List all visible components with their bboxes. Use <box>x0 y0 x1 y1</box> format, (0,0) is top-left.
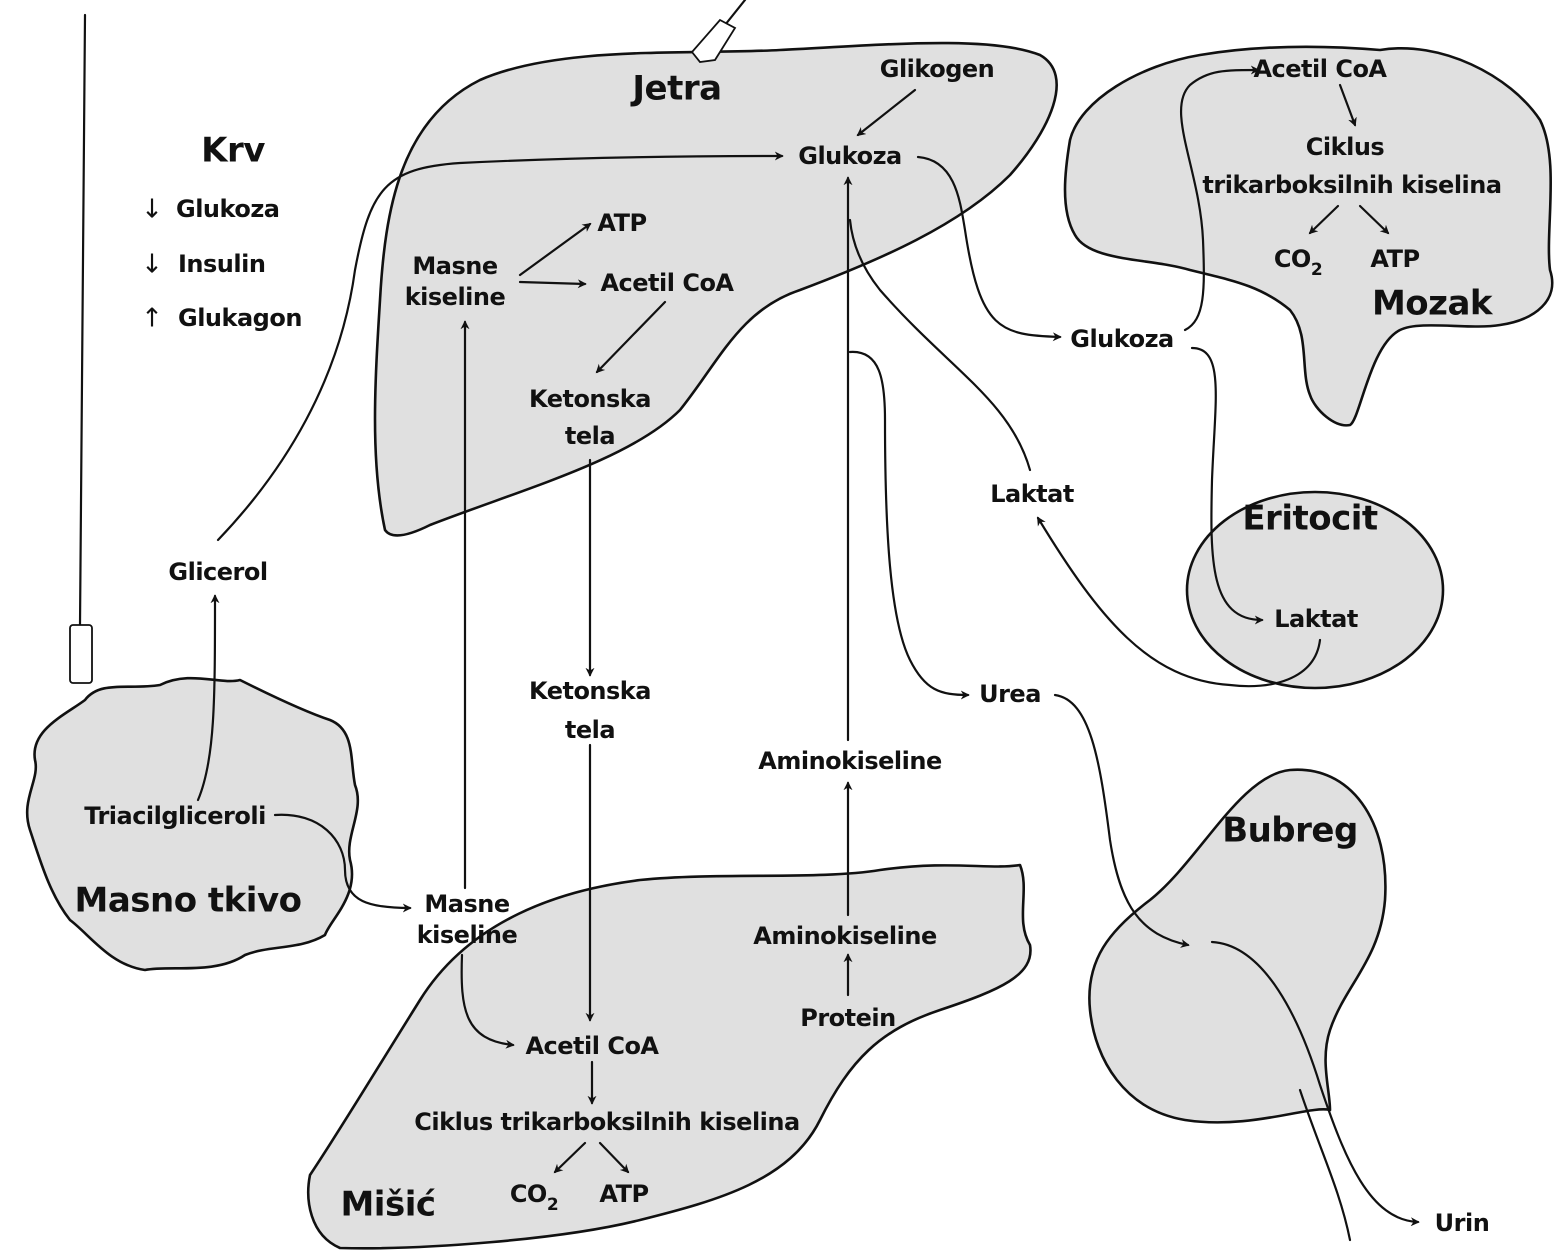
erythrocyte-title: Eritocit <box>1242 499 1378 539</box>
arrow-glucose-erythrocyte <box>1190 346 1264 625</box>
muscle-atp: ATP <box>599 1180 648 1208</box>
brain-atp: ATP <box>1370 245 1419 273</box>
blood-glucagon-arrow-icon: ↑ <box>141 304 163 334</box>
adipose-title: Masno tkivo <box>75 881 302 921</box>
blood-fatty-acids-1: Masne <box>424 890 509 918</box>
muscle-protein: Protein <box>800 1004 895 1032</box>
liver-atp: ATP <box>597 209 646 237</box>
iv-clamp-icon <box>69 624 93 684</box>
blood-fatty-acids-2: kiseline <box>417 921 518 949</box>
blood-glucagon-label: Glukagon <box>178 304 302 332</box>
liver-glycogen: Glikogen <box>880 55 995 83</box>
liver-ketone-1: Ketonska <box>529 385 651 413</box>
muscle-tca: Ciklus trikarboksilnih kiselina <box>414 1108 799 1136</box>
arrow-lactate-glucose <box>848 218 1032 472</box>
arrow-muscle-tca-atp <box>598 1141 630 1174</box>
arrow-fa-muscle <box>460 953 515 1049</box>
blood-glucose: Glukoza <box>1070 325 1173 353</box>
muscle-title: Mišić <box>340 1185 435 1225</box>
urine-label: Urin <box>1435 1209 1490 1237</box>
arrow-tag-fattyacids <box>273 813 412 913</box>
liver-shape <box>373 41 1058 537</box>
liver-ketone-2: tela <box>565 422 615 450</box>
brain-tca-2: trikarboksilnih kiselina <box>1202 171 1501 199</box>
arrow-kidney-urine <box>1210 940 1420 1227</box>
brain-co2: CO2 <box>1274 245 1322 280</box>
erythrocyte-shape <box>1185 490 1445 690</box>
blood-ketone-1: Ketonska <box>529 677 651 705</box>
adipose-triacylglycerols: Triacilgliceroli <box>84 802 266 830</box>
ureter-line <box>1298 1088 1352 1242</box>
arrow-erythrocyte-lactate <box>1036 516 1322 688</box>
blood-lactate: Laktat <box>990 480 1074 508</box>
arrow-brain-acetyl-tca <box>1338 83 1357 127</box>
blood-insulin-label: Insulin <box>178 250 265 278</box>
adipose-shape <box>25 676 360 972</box>
blood-glucose-arrow-icon: ↓ <box>141 195 163 225</box>
blood-glucose-label: Glukoza <box>176 195 279 223</box>
arrow-tag-glycerol <box>196 594 220 802</box>
arrow-aa-urea <box>848 350 970 700</box>
liver-fatty-acids-1: Masne <box>412 252 497 280</box>
blood-title: Krv <box>201 131 265 171</box>
iv-line <box>78 13 87 627</box>
iv-top-line <box>723 0 747 27</box>
brain-title: Mozak <box>1372 284 1494 324</box>
arrow-brain-tca-atp <box>1358 204 1390 235</box>
muscle-co2: CO2 <box>510 1180 558 1215</box>
muscle-amino-acids: Aminokiseline <box>753 922 937 950</box>
kidney-title: Bubreg <box>1222 811 1358 851</box>
arrow-glucose-brain <box>1180 65 1260 332</box>
arrow-fa-atp <box>518 222 592 277</box>
arrow-urea-kidney <box>1053 693 1190 948</box>
muscle-acetyl-coa: Acetil CoA <box>525 1032 659 1060</box>
arrow-liver-glucose-blood <box>916 155 1062 342</box>
liver-acetyl-coa: Acetil CoA <box>600 269 734 297</box>
iv-tip-icon <box>690 18 737 63</box>
erythrocyte-lactate: Laktat <box>1274 605 1358 633</box>
blood-amino-acids: Aminokiseline <box>758 747 942 775</box>
liver-fatty-acids-2: kiseline <box>405 283 506 311</box>
brain-acetyl-coa: Acetil CoA <box>1253 55 1387 83</box>
arrow-acetylcoa-ketone <box>595 300 667 374</box>
brain-shape <box>1063 45 1554 427</box>
liver-glucose: Glukoza <box>798 142 901 170</box>
kidney-shape <box>1088 768 1387 1124</box>
arrow-fa-acetylcoa <box>518 279 587 289</box>
arrow-muscle-tca-co2 <box>553 1141 587 1174</box>
arrow-brain-tca-co2 <box>1308 204 1340 235</box>
arrow-glycogen-glucose <box>856 88 917 137</box>
liver-title: Jetra <box>630 69 721 109</box>
blood-urea: Urea <box>979 680 1041 708</box>
blood-insulin-arrow-icon: ↓ <box>141 250 163 280</box>
blood-glycerol: Glicerol <box>168 558 267 586</box>
brain-tca-1: Ciklus <box>1306 133 1385 161</box>
blood-ketone-2: tela <box>565 716 615 744</box>
arrow-glycerol-glucose <box>216 151 784 542</box>
